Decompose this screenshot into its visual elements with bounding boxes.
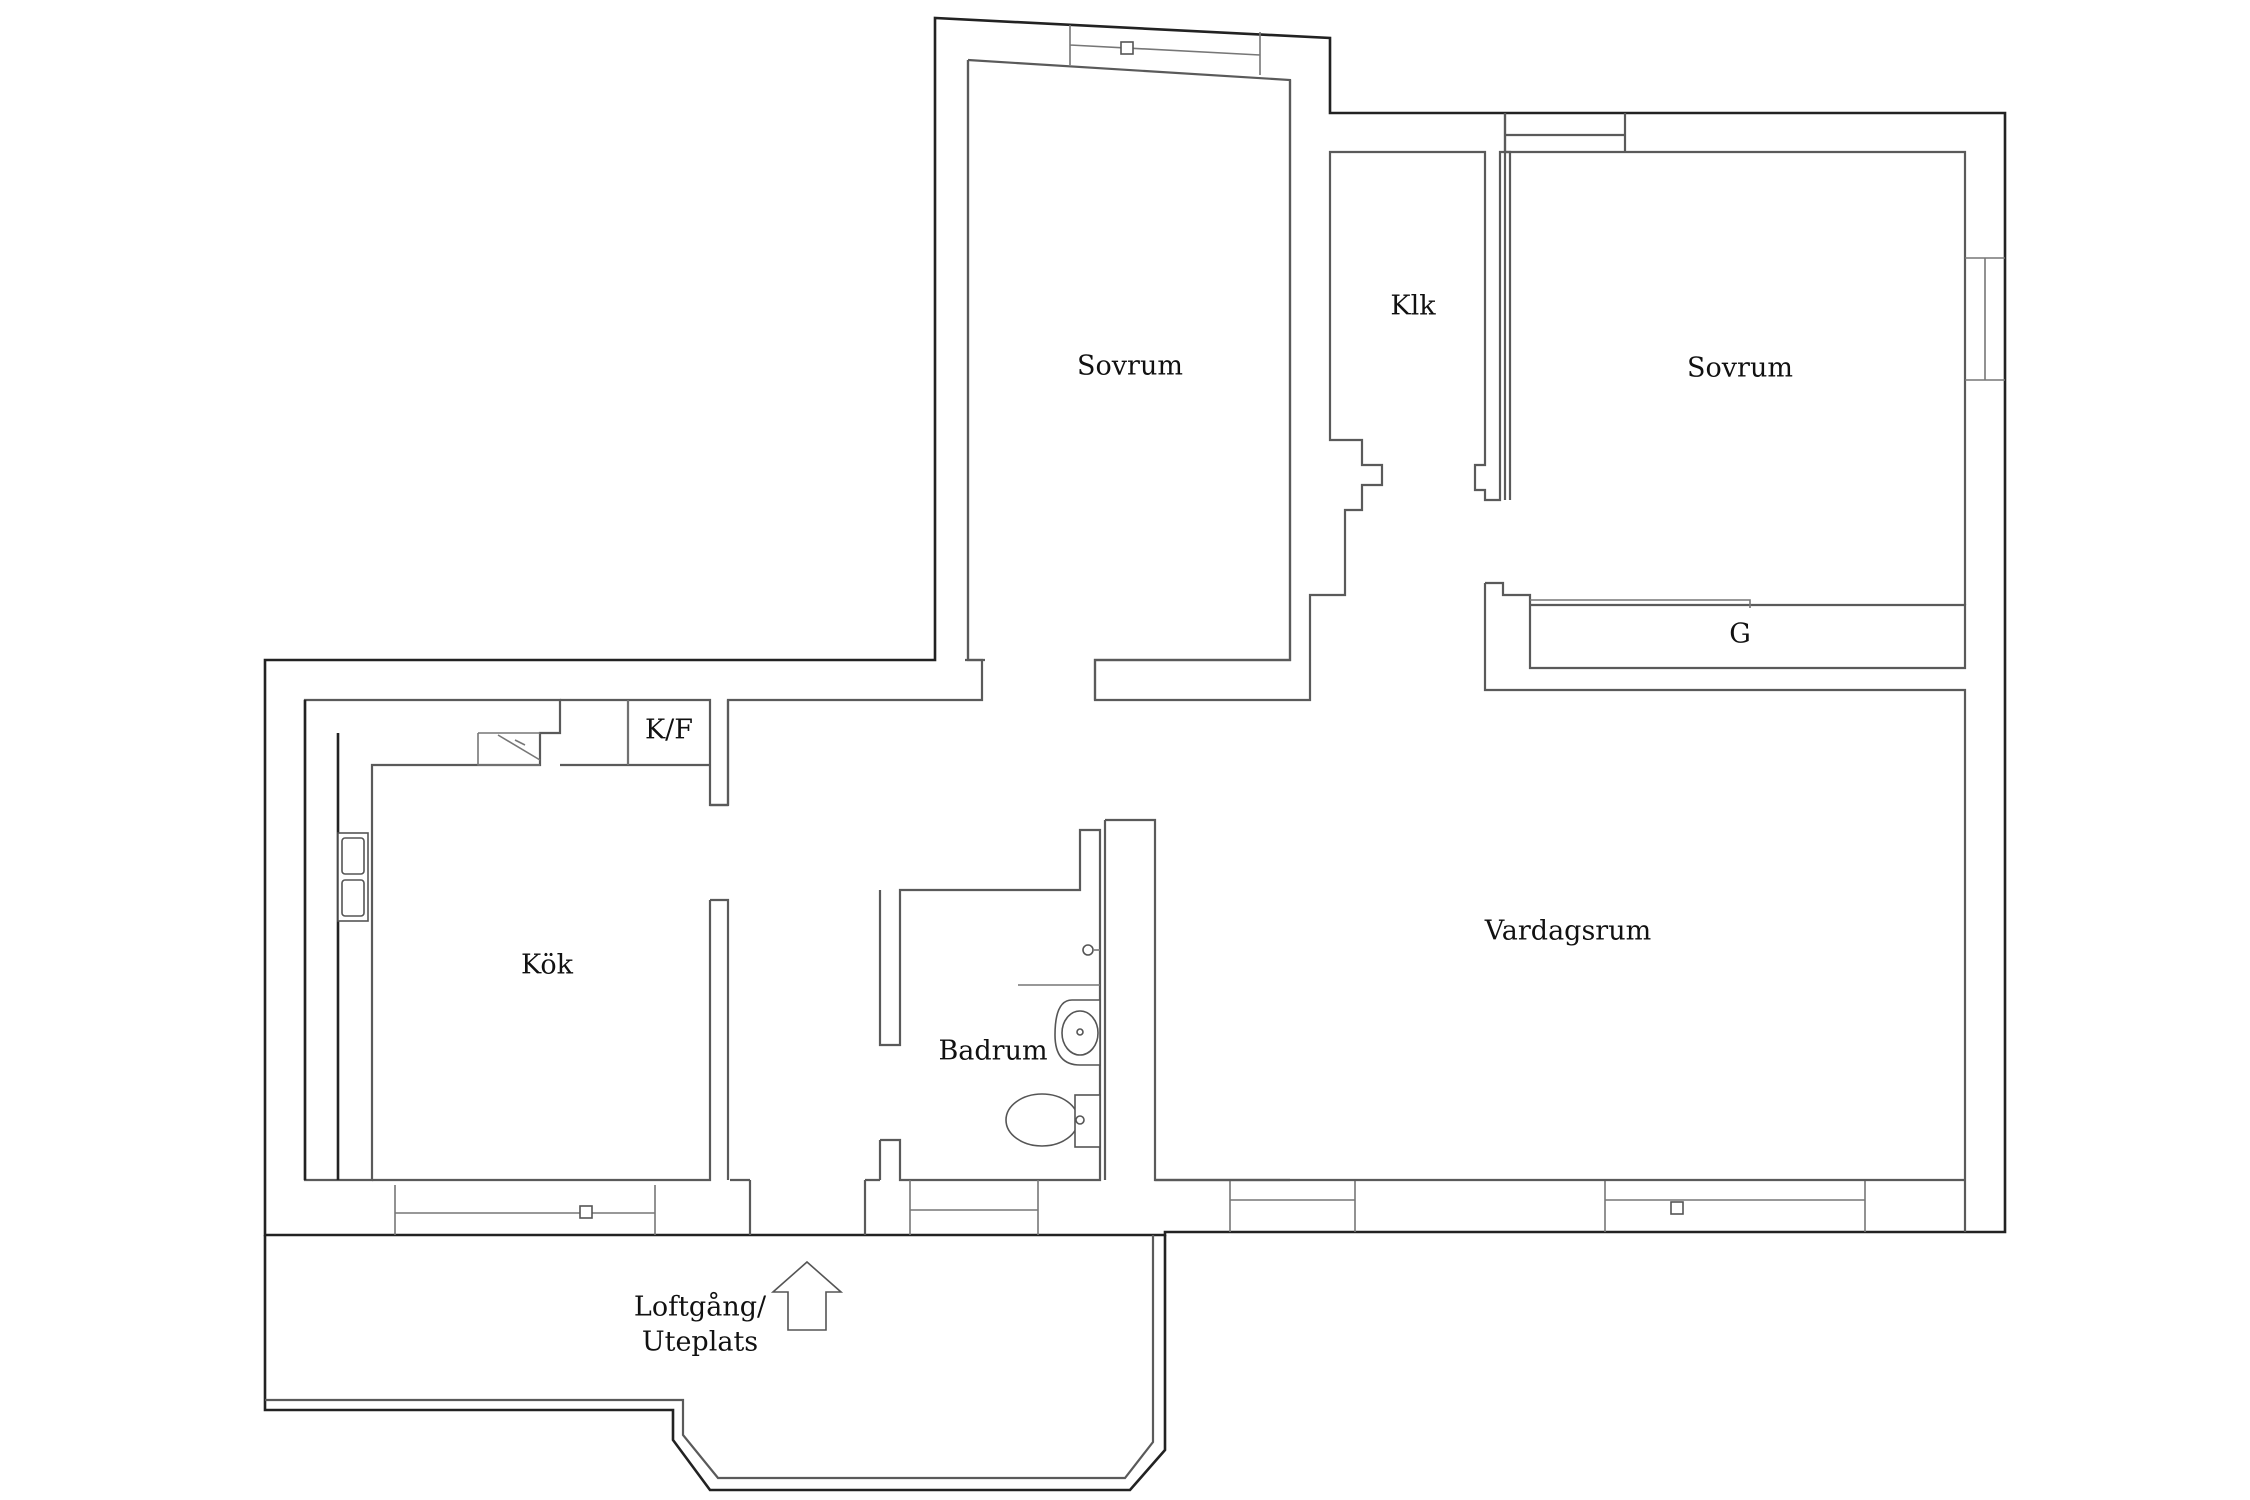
label-badrum: Badrum [938,1036,1047,1067]
sink-icon [1054,999,1101,1066]
label-vardagsrum: Vardagsrum [1484,916,1651,947]
window-top-left [1069,25,1261,75]
label-kok: Kök [521,950,574,981]
toilet-icon [1005,1093,1101,1148]
label-kf: K/F [645,715,693,746]
label-g: G [1729,619,1751,650]
label-sovrum-left: Sovrum [1077,351,1183,382]
kitchen-sink-icon [337,832,369,922]
label-loftgang-line1: Loftgång/ [634,1291,767,1323]
label-loftgang-line2: Uteplats [642,1327,758,1358]
loftgang-walls [263,1235,1167,1492]
room-walls-sovrum-right [1483,113,2005,1232]
label-klk: Klk [1390,291,1436,322]
up-arrow-icon [770,1260,844,1331]
shower-icon [1018,944,1100,986]
label-sovrum-right: Sovrum [1687,353,1793,384]
room-walls-sovrum-left [966,60,1512,702]
hall-walls [730,818,1290,1235]
window-kok [394,1185,656,1235]
windows-vardagsrum [1155,1178,1965,1232]
room-walls-kok [303,698,730,1182]
